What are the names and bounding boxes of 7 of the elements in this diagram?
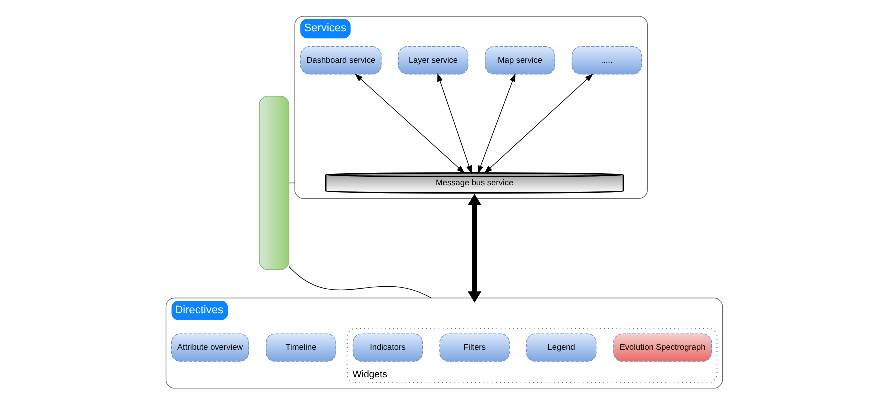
arrow — [484, 74, 594, 174]
arrow — [468, 194, 482, 303]
connector — [288, 266, 432, 299]
arrow — [438, 74, 472, 174]
arrow — [478, 74, 516, 174]
node-bar — [259, 96, 290, 270]
arrow — [354, 74, 466, 174]
